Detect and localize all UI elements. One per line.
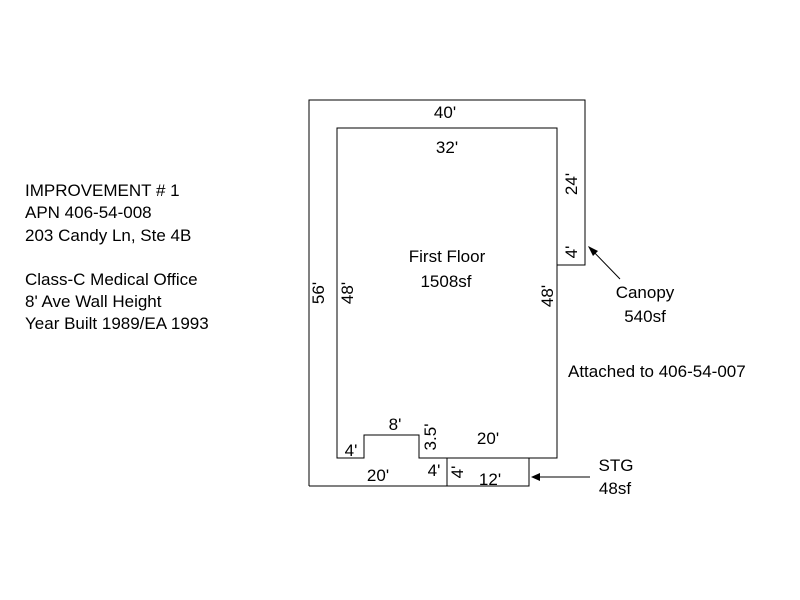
improvement-number: IMPROVEMENT # 1 xyxy=(25,181,180,200)
wall-height: 8' Ave Wall Height xyxy=(25,292,162,312)
stg-area: 48sf xyxy=(599,479,631,498)
canopy-label: Canopy xyxy=(616,283,675,302)
dim-inner-top: 32' xyxy=(436,138,458,157)
canopy-arrowhead xyxy=(588,246,598,256)
dim-outer-top: 40' xyxy=(434,103,456,122)
dim-bottom-right-inner: 20' xyxy=(477,429,499,448)
dim-notch-width: 8' xyxy=(389,415,402,434)
year-built: Year Built 1989/EA 1993 xyxy=(25,314,209,334)
dim-stg-step: 4' xyxy=(428,461,441,480)
dim-canopy-notch: 4' xyxy=(562,246,581,259)
dim-outer-left: 56' xyxy=(309,282,328,304)
building-class: Class-C Medical Office xyxy=(25,269,198,289)
first-floor-label: First Floor xyxy=(409,247,486,266)
dim-step: 3.5' xyxy=(421,424,440,451)
attached-note: Attached to 406-54-007 xyxy=(568,362,746,381)
stg-label: STG xyxy=(599,456,634,475)
first-floor-outline xyxy=(336,127,558,459)
property-info: IMPROVEMENT # 1 APN 406-54-008 203 Candy… xyxy=(25,180,209,336)
address: 203 Candy Ln, Ste 4B xyxy=(25,225,192,245)
canopy-area: 540sf xyxy=(624,307,666,326)
dim-inner-right: 48' xyxy=(538,285,557,307)
dim-inner-left: 48' xyxy=(338,282,357,304)
dim-canopy-side: 24' xyxy=(562,173,581,195)
dim-stg-height: 4' xyxy=(448,466,467,479)
dim-bottom-left: 20' xyxy=(367,466,389,485)
storage-outline xyxy=(446,457,530,487)
stg-arrowhead xyxy=(531,473,540,481)
canopy-outline xyxy=(308,99,586,486)
first-floor-area: 1508sf xyxy=(420,272,471,291)
dim-stg-width: 12' xyxy=(479,470,501,489)
apn: APN 406-54-008 xyxy=(25,203,152,223)
dim-notch-height: 4' xyxy=(345,441,358,460)
